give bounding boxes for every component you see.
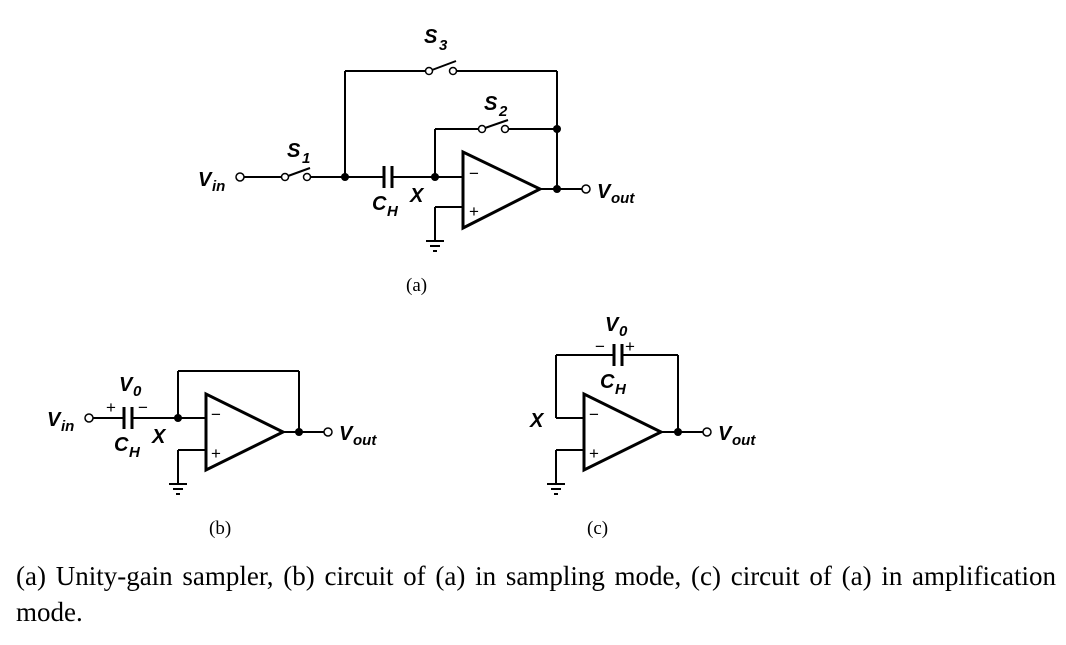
vin-terminal-a bbox=[235, 172, 245, 182]
vin-sub-b: in bbox=[61, 418, 74, 435]
ch-sub-a: H bbox=[387, 203, 399, 220]
vout-sub-b: out bbox=[353, 432, 377, 449]
ground-icon bbox=[169, 483, 187, 495]
vout-label-b: V bbox=[339, 423, 354, 445]
node-out-a bbox=[553, 185, 561, 193]
cap-c-minus: − bbox=[595, 337, 605, 356]
panel-a: − + bbox=[198, 26, 635, 296]
vin-terminal-b bbox=[84, 413, 94, 423]
panel-b: − + V in V 0 + − C H X V out (b) bbox=[47, 370, 377, 539]
switch-s2-blade bbox=[484, 119, 509, 129]
switch-s2-contact-right bbox=[500, 124, 510, 134]
opamp-b-minus: − bbox=[211, 405, 221, 424]
ground-icon bbox=[426, 240, 444, 252]
opamp-c-plus: + bbox=[589, 444, 599, 463]
vout-label-c: V bbox=[718, 423, 733, 445]
s3-sub: 3 bbox=[439, 37, 448, 54]
ground-icon bbox=[547, 483, 565, 495]
cap-c-plus: + bbox=[625, 337, 635, 356]
node-out-b bbox=[295, 428, 303, 436]
switch-s3-blade bbox=[431, 60, 457, 71]
node-out-c bbox=[674, 428, 682, 436]
switch-s2-contact-left bbox=[477, 124, 487, 134]
opamp-a bbox=[461, 149, 544, 231]
vout-sub-a: out bbox=[611, 190, 635, 207]
figure-caption: (a) Unity-gain sampler, (b) circuit of (… bbox=[16, 561, 1056, 627]
vout-label-a: V bbox=[597, 181, 612, 203]
v0-label-c: V bbox=[605, 314, 620, 336]
switch-s1-contact-left bbox=[280, 172, 290, 182]
node-x-label-a: X bbox=[409, 185, 425, 207]
switch-s3-contact-left bbox=[424, 66, 434, 76]
opamp-c bbox=[582, 391, 665, 473]
opamp-a-minus: − bbox=[469, 164, 479, 183]
panel-label-b: (b) bbox=[209, 518, 231, 539]
v0-sub-b: 0 bbox=[133, 383, 142, 400]
ch-label-c: C bbox=[600, 371, 615, 393]
cap-b-plus: + bbox=[106, 398, 116, 417]
vout-terminal-a bbox=[581, 184, 591, 194]
s2-sub: 2 bbox=[498, 103, 508, 120]
switch-s1-contact-right bbox=[302, 172, 312, 182]
s1-label: S bbox=[287, 140, 301, 162]
node-x-label-b: X bbox=[151, 426, 167, 448]
ch-sub-c: H bbox=[615, 381, 627, 398]
opamp-b-plus: + bbox=[211, 444, 221, 463]
vin-label-a: V bbox=[198, 169, 213, 191]
cap-b-minus: − bbox=[138, 398, 148, 417]
vout-terminal-c bbox=[702, 427, 712, 437]
sampler-diagram: − + bbox=[47, 26, 756, 539]
vin-label-b: V bbox=[47, 409, 62, 431]
panel-c: − + V 0 − + C H X V out (c) bbox=[529, 314, 756, 539]
v0-sub-c: 0 bbox=[619, 323, 628, 340]
switch-s3-contact-right bbox=[448, 66, 458, 76]
vin-sub-a: in bbox=[212, 178, 225, 195]
s1-sub: 1 bbox=[302, 150, 310, 167]
opamp-c-minus: − bbox=[589, 405, 599, 424]
v0-label-b: V bbox=[119, 374, 134, 396]
opamp-b bbox=[204, 391, 287, 473]
ch-sub-b: H bbox=[129, 444, 141, 461]
vout-sub-c: out bbox=[732, 432, 756, 449]
switch-s1-blade bbox=[287, 167, 311, 177]
s2-label: S bbox=[484, 93, 498, 115]
ch-label-a: C bbox=[372, 193, 387, 215]
panel-label-a: (a) bbox=[406, 275, 427, 296]
s3-label: S bbox=[424, 26, 438, 48]
node-x-label-c: X bbox=[529, 410, 545, 432]
vout-terminal-b bbox=[323, 427, 333, 437]
ch-label-b: C bbox=[114, 434, 129, 456]
opamp-a-plus: + bbox=[469, 202, 479, 221]
panel-label-c: (c) bbox=[587, 518, 608, 539]
